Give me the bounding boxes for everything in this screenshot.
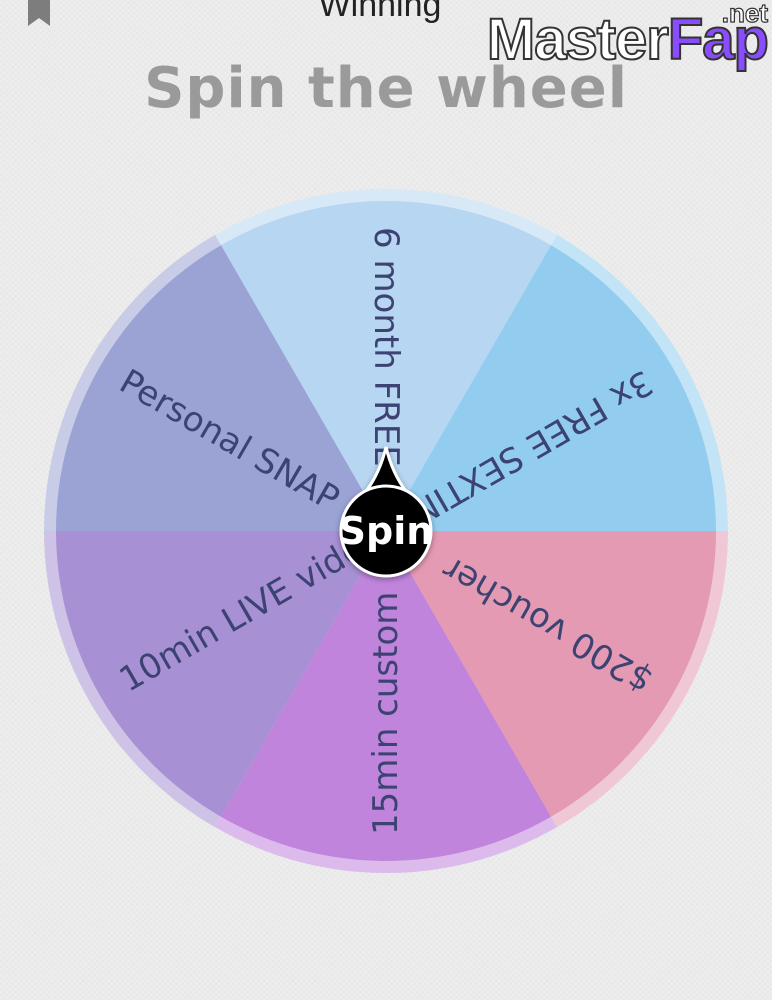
bookmark-icon[interactable] <box>24 0 54 28</box>
watermark-brand-b: Fap <box>667 6 770 73</box>
wheel-segments <box>56 200 716 861</box>
wheel-segment <box>56 245 386 532</box>
header-label: Winning <box>318 0 442 24</box>
spin-button-label[interactable]: Spin <box>339 509 434 553</box>
spin-button-ring <box>339 484 433 578</box>
wheel-segment <box>386 245 716 532</box>
wheel-segment-label: 6 month FREE <box>366 227 406 467</box>
wheel-segment-label: 15min custom <box>366 592 406 835</box>
wheel-segment <box>221 200 551 531</box>
spin-pointer-icon[interactable] <box>362 446 410 494</box>
watermark-brand-a: Master <box>486 6 670 73</box>
spin-button-circle[interactable] <box>342 487 430 575</box>
wheel-segment <box>386 531 716 817</box>
wheel-segment <box>221 531 551 861</box>
wheel-segment <box>56 531 386 817</box>
page-title: Spin the wheel <box>144 56 628 121</box>
spin-button[interactable]: Spin <box>339 446 434 578</box>
watermark-brand: MasterFap <box>486 6 770 73</box>
watermark-logo: .net MasterFap <box>448 0 770 80</box>
watermark-tld: .net <box>721 0 768 29</box>
